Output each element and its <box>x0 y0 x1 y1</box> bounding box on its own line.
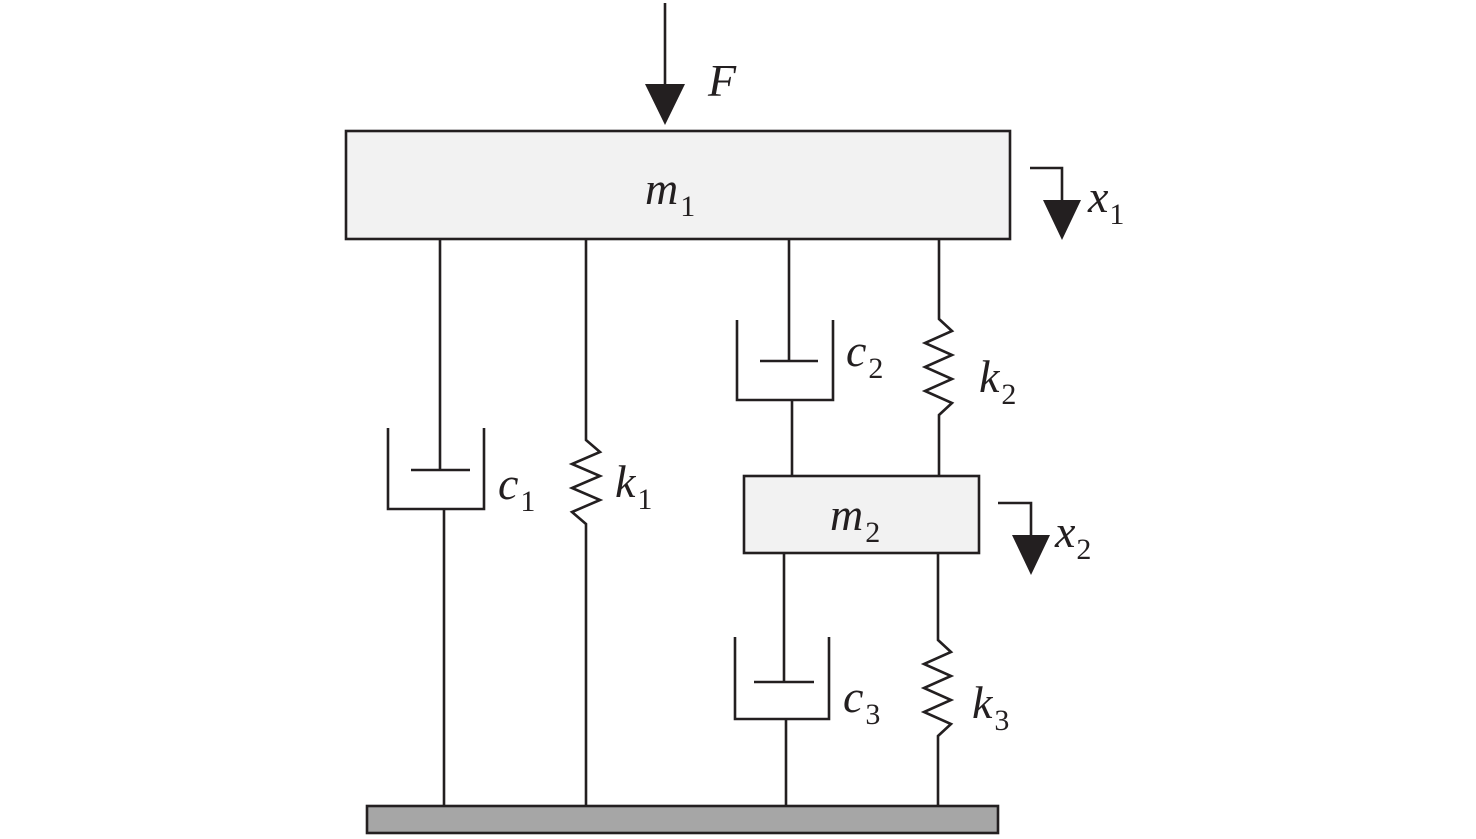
spring-k1-label: k1 <box>615 456 652 516</box>
damper-c3-label: c3 <box>843 671 880 731</box>
displacement-x1-label: x1 <box>1087 171 1124 231</box>
mass-m1-label: m1 <box>645 163 695 223</box>
displacement-x2-label: x2 <box>1054 506 1091 566</box>
spring-k2 <box>921 239 956 476</box>
force-arrow <box>645 3 685 125</box>
displacement-x1-arrow <box>1030 166 1081 240</box>
spring-k3 <box>920 553 955 806</box>
damper-c1 <box>386 239 486 806</box>
force-label: F <box>707 55 737 106</box>
damper-c1-label: c1 <box>498 458 535 518</box>
mass-m2 <box>742 474 981 555</box>
damper-c2-label: c2 <box>846 325 883 385</box>
displacement-x2-arrow <box>998 501 1050 575</box>
mass-m2-label: m2 <box>830 489 880 549</box>
spring-k1 <box>568 239 604 806</box>
spring-k2-label: k2 <box>979 351 1016 411</box>
damper-c3 <box>733 553 831 806</box>
spring-k3-label: k3 <box>972 677 1009 737</box>
damper-c2 <box>735 239 835 476</box>
ground <box>365 804 1000 835</box>
mass-m1 <box>344 129 1012 241</box>
